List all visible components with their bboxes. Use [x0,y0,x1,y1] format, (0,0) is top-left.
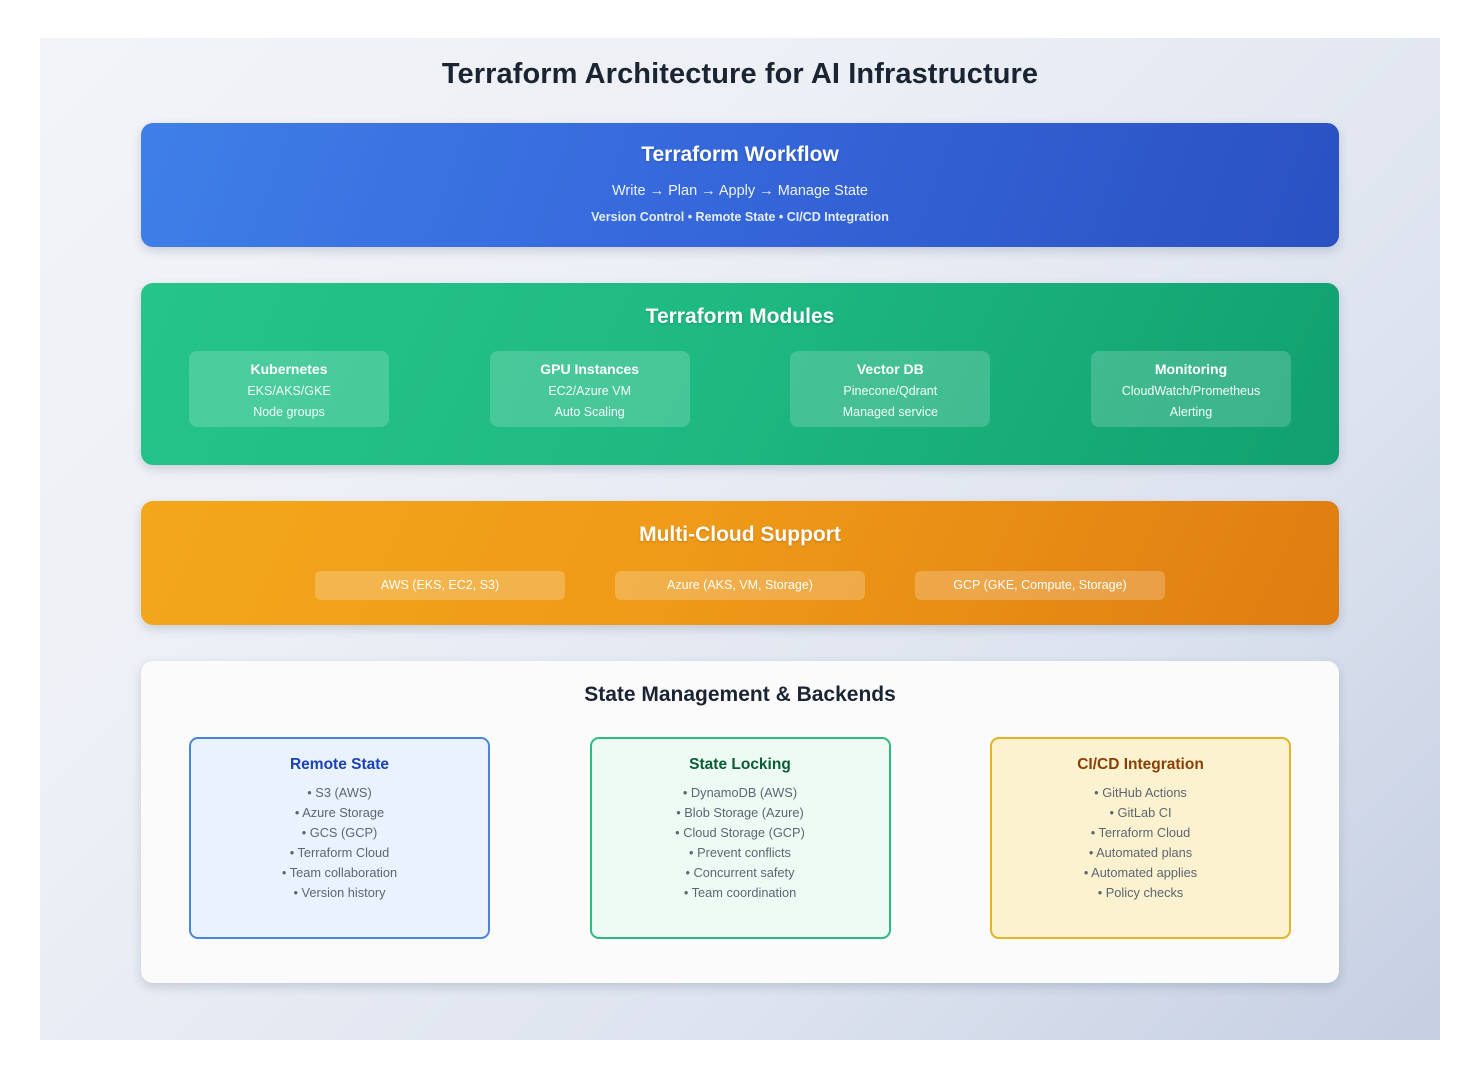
state-card-list: • S3 (AWS) • Azure Storage • GCS (GCP) •… [191,783,488,903]
module-card-title: Kubernetes [250,361,328,377]
workflow-panel: Terraform Workflow Write → Plan → Apply … [141,123,1339,247]
list-item: • GCS (GCP) [301,825,378,840]
list-item: • Concurrent safety [685,865,795,880]
list-item: • Version history [293,885,386,900]
multicloud-pill-row: AWS (EKS, EC2, S3) Azure (AKS, VM, Stora… [141,571,1339,600]
modules-title: Terraform Modules [645,305,835,328]
module-card-sub2: Managed service [842,405,938,419]
list-item: • GitHub Actions [1094,785,1187,800]
modules-card-row: Kubernetes EKS/AKS/GKE Node groups GPU I… [189,351,1291,427]
workflow-features-text: Version Control • Remote State • CI/CD I… [591,210,889,224]
module-card-sub2: Node groups [253,405,325,419]
state-card-title: State Locking [689,756,791,773]
list-item: • GitLab CI [1109,805,1172,820]
diagram-canvas: Terraform Architecture for AI Infrastruc… [40,38,1440,1040]
cloud-pill-gcp[interactable]: GCP (GKE, Compute, Storage) [915,571,1165,600]
module-card-title: Vector DB [856,361,924,377]
module-card-sub1: EC2/Azure VM [548,384,631,398]
list-item: • DynamoDB (AWS) [682,785,798,800]
state-card-list: • GitHub Actions • GitLab CI • Terraform… [992,783,1289,903]
module-card-gpu-instances[interactable]: GPU Instances EC2/Azure VM Auto Scaling [489,351,690,427]
state-card-cicd-integration[interactable]: CI/CD Integration • GitHub Actions • Git… [990,737,1291,939]
cloud-pill-aws[interactable]: AWS (EKS, EC2, S3) [315,571,565,600]
module-card-sub1: Pinecone/Qdrant [843,384,938,398]
module-card-sub1: EKS/AKS/GKE [247,384,331,398]
workflow-title: Terraform Workflow [641,143,839,166]
state-management-panel: State Management & Backends Remote State… [141,661,1339,983]
state-card-title: Remote State [289,756,390,773]
list-item: • Prevent conflicts [689,845,791,860]
module-card-sub1: CloudWatch/Prometheus [1121,384,1261,398]
state-management-title: State Management & Backends [584,683,896,706]
list-item: • Team coordination [683,885,797,900]
list-item: • Cloud Storage (GCP) [675,825,805,840]
list-item: • Azure Storage [294,805,385,820]
module-card-monitoring[interactable]: Monitoring CloudWatch/Prometheus Alertin… [1090,351,1291,427]
list-item: • Terraform Cloud [289,845,390,860]
workflow-flow-text: Write → Plan → Apply → Manage State [611,183,868,199]
list-item: • Blob Storage (Azure) [676,805,804,820]
list-item: • Team collaboration [281,865,398,880]
list-item: • S3 (AWS) [307,785,372,800]
list-item: • Policy checks [1097,885,1184,900]
state-card-remote-state[interactable]: Remote State • S3 (AWS) • Azure Storage … [189,737,490,939]
module-card-kubernetes[interactable]: Kubernetes EKS/AKS/GKE Node groups [189,351,389,427]
state-card-state-locking[interactable]: State Locking • DynamoDB (AWS) • Blob St… [589,737,891,939]
state-management-card-row: Remote State • S3 (AWS) • Azure Storage … [189,737,1291,939]
module-card-title: Monitoring [1154,361,1228,377]
state-card-title: CI/CD Integration [1077,756,1204,773]
state-card-list: • DynamoDB (AWS) • Blob Storage (Azure) … [592,783,889,903]
cloud-pill-azure[interactable]: Azure (AKS, VM, Storage) [615,571,865,600]
list-item: • Automated applies [1083,865,1198,880]
modules-panel: Terraform Modules Kubernetes EKS/AKS/GKE… [141,283,1339,465]
module-card-sub2: Auto Scaling [554,405,625,419]
page-title: Terraform Architecture for AI Infrastruc… [441,58,1039,90]
module-card-sub2: Alerting [1169,405,1213,419]
list-item: • Terraform Cloud [1090,825,1191,840]
list-item: • Automated plans [1088,845,1193,860]
multicloud-title: Multi-Cloud Support [639,523,841,546]
module-card-vector-db[interactable]: Vector DB Pinecone/Qdrant Managed servic… [790,351,991,427]
multicloud-panel: Multi-Cloud Support AWS (EKS, EC2, S3) A… [141,501,1339,625]
module-card-title: GPU Instances [540,361,640,377]
